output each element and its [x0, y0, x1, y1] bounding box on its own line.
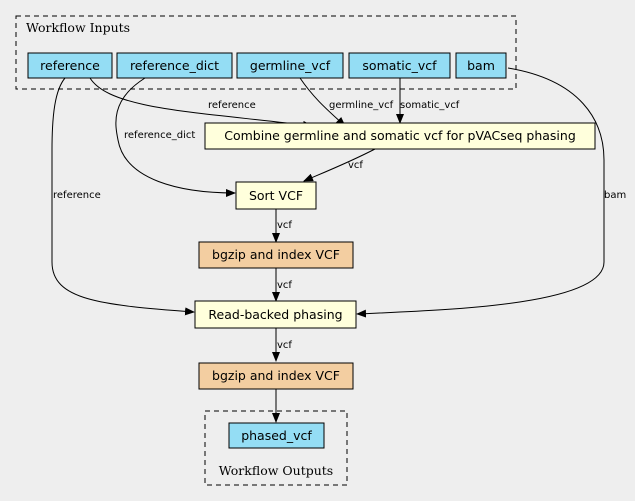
step-node-bgzip-index-2[interactable]: bgzip and index VCF	[198, 362, 354, 390]
step-node-sort-vcf[interactable]: Sort VCF	[235, 181, 317, 210]
step-node-read-backed-phasing[interactable]: Read-backed phasing	[194, 300, 357, 329]
workflow-outputs-label: Workflow Outputs	[219, 463, 333, 478]
edge-reference-dict-to-sort	[115, 77, 236, 197]
edge-bam-to-phasing	[356, 67, 605, 318]
edge-label-combine-sort: vcf	[348, 160, 363, 171]
step-node-sort-vcf-label: Sort VCF	[249, 188, 303, 203]
input-node-somatic-vcf-label: somatic_vcf	[362, 58, 437, 73]
workflow-inputs-cluster: Workflow Inputs	[15, 15, 517, 90]
input-node-reference[interactable]: reference	[27, 52, 113, 79]
input-node-germline-vcf[interactable]: germline_vcf	[236, 52, 344, 79]
edge-label-reference-combine: reference	[208, 100, 256, 111]
edge-germline-to-combine	[299, 77, 346, 127]
input-node-reference-label: reference	[40, 58, 100, 73]
input-node-bam[interactable]: bam	[455, 52, 507, 79]
edge-reference-to-phasing	[51, 77, 195, 316]
step-node-bgzip-index-1[interactable]: bgzip and index VCF	[198, 241, 354, 269]
input-node-reference-dict[interactable]: reference_dict	[116, 52, 233, 79]
input-node-germline-vcf-label: germline_vcf	[250, 58, 331, 73]
edge-label-sort-bgzip1: vcf	[277, 220, 292, 231]
edge-label-bgzip1-phasing: vcf	[277, 280, 292, 291]
workflow-inputs-label: Workflow Inputs	[26, 20, 130, 35]
step-node-read-backed-phasing-label: Read-backed phasing	[208, 307, 342, 322]
input-node-somatic-vcf[interactable]: somatic_vcf	[348, 52, 451, 79]
step-node-bgzip-index-2-label: bgzip and index VCF	[212, 368, 340, 383]
edges	[51, 67, 605, 423]
edge-label-phasing-bgzip2: vcf	[277, 340, 292, 351]
output-node-phased-vcf[interactable]: phased_vcf	[228, 422, 325, 449]
edge-label-reference-phasing: reference	[53, 190, 101, 201]
edge-label-bam-phasing: bam	[604, 190, 626, 201]
edge-label-reference-dict-sort: reference_dict	[124, 130, 195, 141]
edge-reference-to-combine	[89, 77, 313, 129]
input-node-reference-dict-label: reference_dict	[130, 58, 219, 73]
edge-label-somatic-combine: somatic_vcf	[400, 100, 460, 111]
output-node-phased-vcf-label: phased_vcf	[241, 428, 312, 443]
workflow-outputs-cluster: Workflow Outputs	[204, 410, 348, 486]
edge-labels: reference germline_vcf somatic_vcf refer…	[53, 100, 626, 351]
input-node-bam-label: bam	[467, 58, 495, 73]
edge-combine-to-sort	[303, 148, 376, 182]
edge-label-germline-combine: germline_vcf	[329, 100, 394, 111]
step-node-combine[interactable]: Combine germline and somatic vcf for pVA…	[204, 122, 596, 150]
step-node-combine-label: Combine germline and somatic vcf for pVA…	[224, 128, 576, 143]
step-node-bgzip-index-1-label: bgzip and index VCF	[212, 247, 340, 262]
